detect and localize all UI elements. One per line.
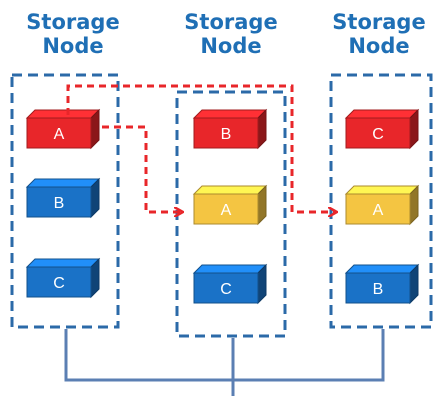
block-label: A (54, 126, 65, 143)
block-top-face (192, 109, 268, 119)
block-label: B (373, 281, 384, 298)
block-1-2: B (25, 177, 101, 219)
block-top-face (344, 185, 420, 195)
block-front-face (193, 193, 259, 225)
block-label: B (54, 195, 65, 212)
node-2-title-line2: Node (200, 34, 262, 58)
node-1-title: Storage Node (18, 10, 128, 58)
block-3-2: A (344, 184, 420, 226)
block-top-face (192, 185, 268, 195)
storage-node-3 (329, 73, 433, 329)
block-top-face (192, 264, 268, 274)
block-label: C (53, 275, 65, 292)
block-front-face (345, 117, 411, 149)
block-label: C (372, 126, 384, 143)
block-front-face (26, 186, 92, 218)
block-2-1: B (192, 108, 268, 150)
storage-node-1 (10, 73, 120, 329)
block-1-1: A (25, 108, 101, 150)
block-front-face (26, 266, 92, 298)
block-top-face (25, 178, 101, 188)
replication-arrow-to-node-3 (66, 84, 336, 212)
node-1-title-line1: Storage (26, 10, 120, 34)
block-3-3: B (344, 263, 420, 305)
block-2-3: C (192, 263, 268, 305)
node-3-title-line2: Node (348, 34, 410, 58)
block-top-face (344, 109, 420, 119)
replication-arrow-to-node-2 (102, 125, 182, 212)
data-blocks: A B C B A C C A B (25, 108, 420, 305)
node-1-title-line2: Node (42, 34, 104, 58)
node-connector-bus (64, 329, 385, 396)
block-label: A (221, 202, 232, 219)
block-label: C (220, 281, 232, 298)
node-3-title: Storage Node (324, 10, 433, 58)
block-front-face (345, 193, 411, 225)
block-front-face (345, 272, 411, 304)
block-front-face (193, 117, 259, 149)
block-top-face (25, 258, 101, 268)
block-top-face (344, 264, 420, 274)
block-top-face (25, 109, 101, 119)
block-front-face (26, 117, 92, 149)
node-2-title-line1: Storage (184, 10, 278, 34)
block-label: A (373, 202, 384, 219)
node-3-title-line1: Storage (332, 10, 426, 34)
block-1-3: C (25, 257, 101, 299)
node-2-title: Storage Node (176, 10, 286, 58)
block-front-face (193, 272, 259, 304)
block-2-2: A (192, 184, 268, 226)
block-label: B (221, 126, 232, 143)
block-3-1: C (344, 108, 420, 150)
